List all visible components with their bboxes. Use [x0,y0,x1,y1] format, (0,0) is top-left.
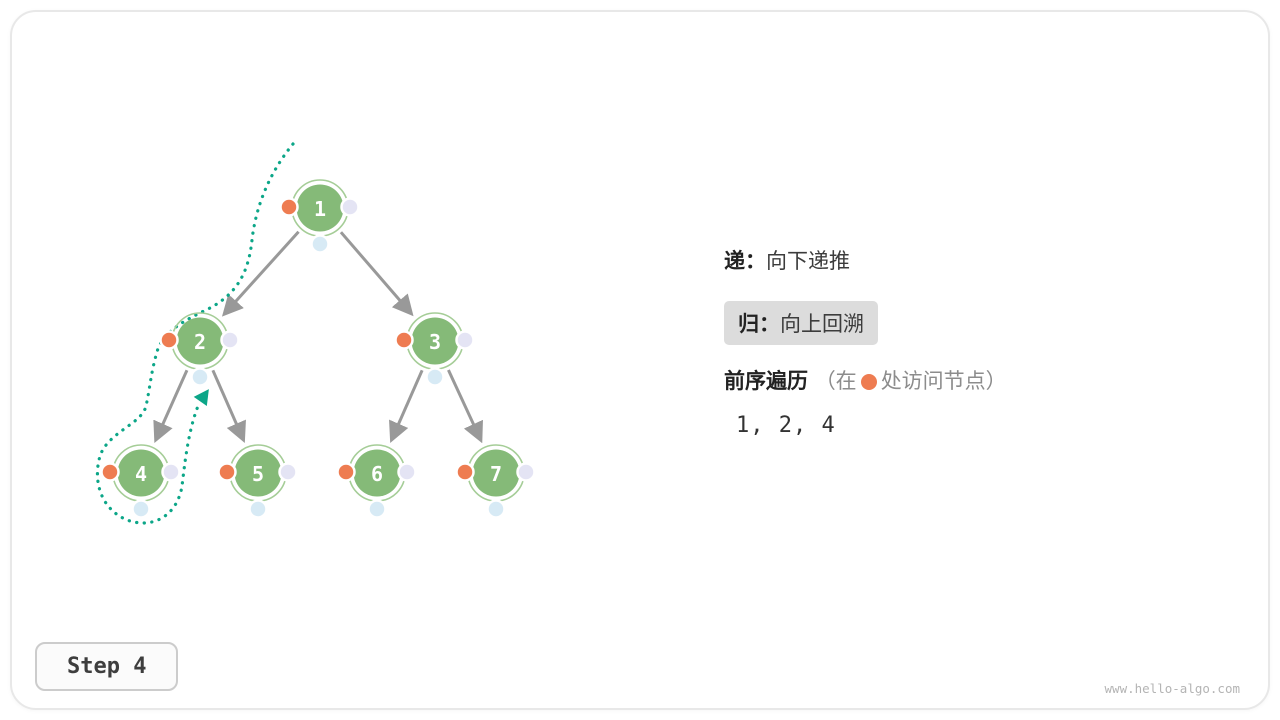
visit-dot-icon [860,374,877,390]
traversal-arrowhead-icon [193,389,209,407]
inorder-visit-dot [340,197,360,217]
tree-node-3: 3 [394,312,475,387]
node-label: 5 [252,462,264,486]
legend-recurse: 递：向下递推 [724,245,850,275]
postorder-visit-dot [486,499,506,519]
legend-traversal: 前序遍历 （在处访问节点） [724,365,1007,395]
preorder-visit-dot [279,197,299,217]
inorder-visit-dot [397,462,417,482]
legend-return-key: 归 [738,312,759,336]
node-label: 2 [194,330,206,354]
inorder-visit-dot [161,462,181,482]
legend-recurse-key: 递 [724,249,745,273]
traversal-trace-path [95,142,295,525]
tree-edges [153,230,483,444]
tree-edge [153,369,189,444]
inorder-visit-dot [455,330,475,350]
tree-edge [389,369,424,443]
traversal-title: 前序遍历 [724,369,808,393]
tree-node-6: 6 [336,444,417,519]
watermark: www.hello-algo.com [1104,681,1240,696]
tree-edge [211,369,246,443]
tree-nodes: 1 2 3 4 5 6 7 [100,179,536,519]
node-label: 1 [314,197,326,221]
legend-return-highlight: 归：向上回溯 [724,301,878,345]
postorder-visit-dot [190,367,210,387]
tree-node-7: 7 [455,444,536,519]
tree-edge [339,231,414,317]
postorder-visit-dot [131,499,151,519]
preorder-visit-dot [159,330,179,350]
preorder-visit-dot [217,462,237,482]
legend-recurse-colon: ： [745,249,766,273]
node-label: 7 [490,462,502,486]
postorder-visit-dot [425,367,445,387]
postorder-visit-dot [248,499,268,519]
tree-node-2: 2 [159,312,240,387]
binary-tree-diagram: 1 2 3 4 5 6 7 [95,142,536,525]
tree-node-4: 4 [100,444,181,519]
inorder-visit-dot [516,462,536,482]
tree-edge [447,369,483,444]
postorder-visit-dot [310,234,330,254]
preorder-visit-dot [100,462,120,482]
node-label: 6 [371,462,383,486]
inorder-visit-dot [278,462,298,482]
traversal-note-post: 处访问节点） [880,369,1007,393]
legend-recurse-text: 向下递推 [766,249,850,273]
node-label: 3 [429,330,441,354]
inorder-visit-dot [220,330,240,350]
legend-return-text: 向上回溯 [780,312,864,336]
preorder-visit-dot [394,330,414,350]
node-label: 4 [135,462,147,486]
visit-sequence: 1, 2, 4 [736,413,836,438]
step-badge: Step 4 [35,642,179,691]
tree-node-1: 1 [279,179,360,254]
tree-node-5: 5 [217,444,298,519]
traversal-note-pre: （在 [814,369,857,393]
preorder-visit-dot [336,462,356,482]
legend-return-colon: ： [759,312,780,336]
postorder-visit-dot [367,499,387,519]
preorder-visit-dot [455,462,475,482]
tree-edge [221,230,300,317]
